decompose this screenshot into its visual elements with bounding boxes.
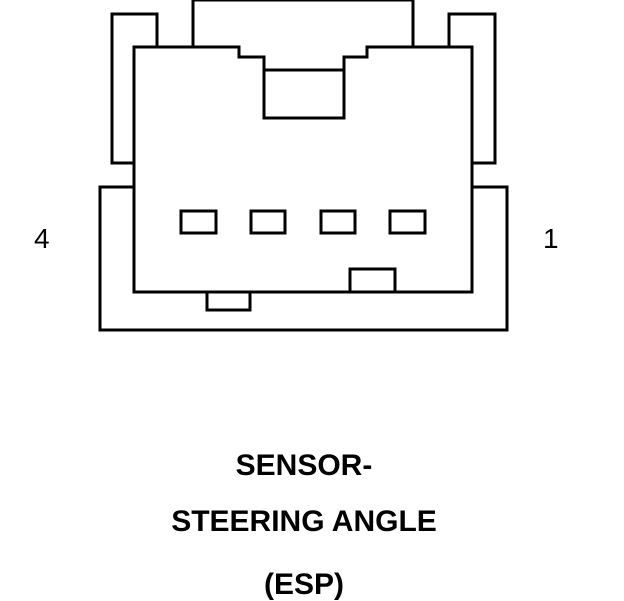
top-locking-tab	[191, 0, 415, 47]
caption-line-1: SENSOR-	[235, 449, 373, 482]
pin-cavity	[179, 209, 218, 235]
pin-4-label: 4	[34, 223, 50, 254]
pin-1-label: 1	[543, 223, 559, 254]
lower-key-bump	[348, 267, 397, 294]
pin-cavity	[319, 209, 357, 235]
pin-cavity	[388, 209, 427, 235]
caption-line-2: STEERING ANGLE	[171, 505, 437, 538]
pin-cavity	[249, 209, 287, 235]
caption-line-3: (ESP)	[263, 568, 344, 601]
connector-body	[132, 45, 474, 294]
